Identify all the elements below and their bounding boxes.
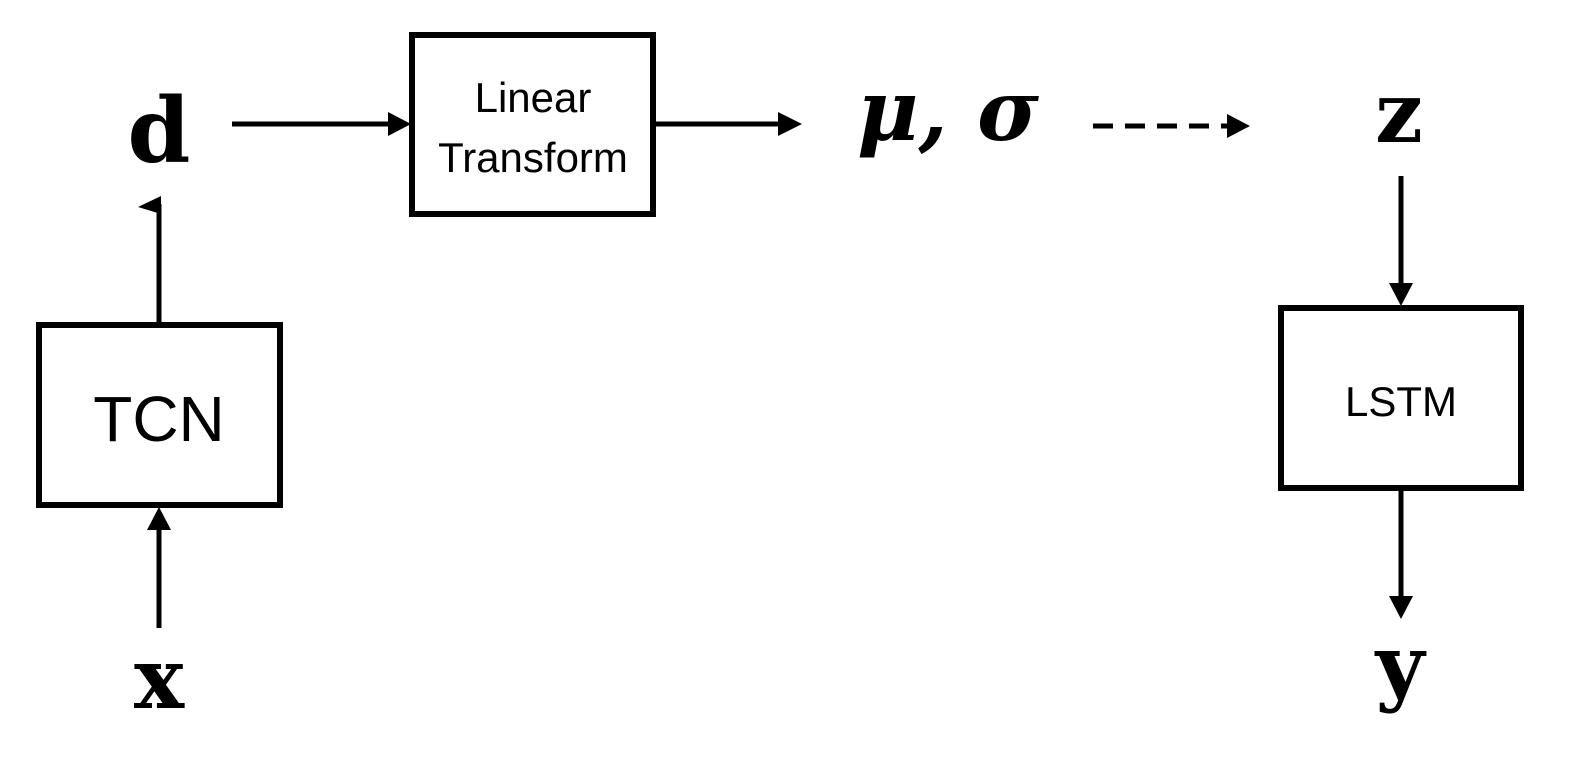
edge-z-to-lstm: [1389, 176, 1413, 306]
arrowhead-down: [1389, 283, 1413, 306]
arrowhead-right: [1227, 114, 1250, 138]
variable-mu-sigma: μ, σ: [857, 61, 1039, 160]
linear-transform-label-line1: Linear: [475, 74, 592, 121]
edge-mu-sigma-to-z: [1093, 114, 1250, 138]
edge-d-to-linear-transform: [232, 112, 411, 136]
tcn-node: TCN: [36, 322, 283, 508]
arrowhead-up: [147, 507, 171, 530]
edge-lstm-to-y: [1389, 491, 1413, 619]
arrowhead-half: [138, 196, 161, 214]
edge-x-to-tcn: [147, 507, 171, 628]
linear-transform-label-line2: Transform: [438, 134, 628, 181]
tcn-label: TCN: [93, 383, 225, 455]
lstm-node: LSTM: [1278, 305, 1524, 491]
arrowhead-right: [388, 112, 411, 136]
lstm-label: LSTM: [1345, 378, 1457, 425]
arrowhead-down: [1389, 596, 1413, 619]
variable-z: z: [1375, 63, 1423, 162]
variable-d: d: [128, 78, 191, 184]
edge-linear-transform-to-mu-sigma: [656, 112, 802, 136]
variable-y: y: [1374, 616, 1427, 715]
arrowhead-right: [778, 112, 802, 136]
variable-x: x: [134, 629, 185, 728]
linear-transform-node: Linear Transform: [409, 32, 656, 217]
edge-tcn-to-d: [138, 196, 162, 322]
